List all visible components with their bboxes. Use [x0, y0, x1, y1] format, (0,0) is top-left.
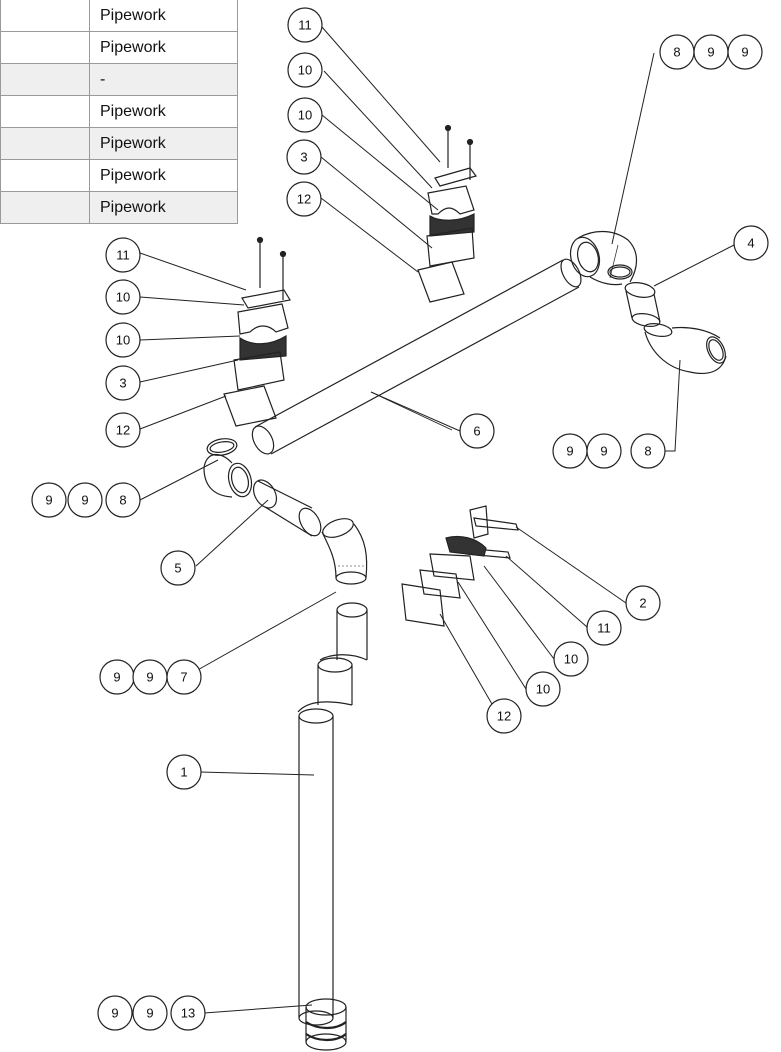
balloon-label: 12	[297, 192, 311, 207]
balloon-4: 4	[733, 225, 769, 261]
balloon-label: 5	[174, 561, 181, 576]
balloon-label: 10	[116, 333, 130, 348]
balloon-label: 10	[298, 63, 312, 78]
balloon-label: 9	[741, 45, 748, 60]
balloon-1: 1	[166, 754, 202, 790]
balloon-label: 7	[180, 670, 187, 685]
table-cell-description: Pipework	[89, 31, 238, 64]
balloon-label: 9	[600, 444, 607, 459]
clamp-stack-right	[401, 505, 519, 627]
balloon-12-right: 12	[486, 698, 522, 734]
long-pipe	[251, 258, 582, 455]
balloon-5: 5	[160, 550, 196, 586]
balloon-label: 8	[119, 493, 126, 508]
balloon-label: 9	[113, 670, 120, 685]
coupler-right	[624, 282, 661, 327]
balloon-label: 10	[564, 652, 578, 667]
balloon-3-top: 3	[286, 139, 322, 175]
table-cell-description: -	[89, 63, 238, 96]
clamp-stack-left	[223, 236, 291, 427]
balloon-10-top-b: 10	[287, 97, 323, 133]
balloon-2: 2	[625, 585, 661, 621]
balloon-10-right-a: 10	[553, 641, 589, 677]
balloon-label: 3	[300, 150, 307, 165]
balloon-label: 8	[673, 45, 680, 60]
table-cell-description: Pipework	[89, 127, 238, 160]
balloon-label: 9	[81, 493, 88, 508]
elbow-lower-right	[643, 323, 727, 375]
table-cell-number	[0, 127, 90, 160]
table-row: Pipework	[0, 159, 238, 192]
balloon-label: 11	[597, 621, 611, 636]
elbow-center	[321, 518, 368, 585]
balloon-11-right: 11	[586, 610, 622, 646]
balloon-label: 8	[644, 444, 651, 459]
balloon-3-left: 3	[105, 365, 141, 401]
balloon-label: 9	[146, 1006, 153, 1021]
balloon-group-9-9-8-right: 9 9 8	[552, 433, 666, 469]
clamp-stack-top	[417, 124, 478, 303]
balloon-6: 6	[459, 413, 495, 449]
balloon-label: 4	[747, 236, 754, 251]
balloon-label: 13	[181, 1006, 195, 1021]
balloon-label: 9	[45, 493, 52, 508]
balloon-group-9-9-7: 9 9 7	[99, 659, 202, 695]
balloon-group-9-9-8-left: 9 9 8	[31, 482, 141, 518]
balloon-label: 11	[116, 248, 130, 263]
balloon-label: 10	[536, 682, 550, 697]
balloon-group-9-9-13: 9 9 13	[97, 995, 206, 1031]
elbow-left	[203, 438, 253, 498]
balloon-label: 9	[146, 670, 153, 685]
table-cell-description: Pipework	[89, 191, 238, 224]
table-cell-number	[0, 191, 90, 224]
balloon-11-left: 11	[105, 237, 141, 273]
balloon-10-top-a: 10	[287, 52, 323, 88]
vertical-pipe	[297, 602, 368, 1026]
balloon-11-top: 11	[287, 7, 323, 43]
balloon-10-right-b: 10	[525, 671, 561, 707]
balloon-group-8-9-9: 8 9 9	[659, 34, 763, 70]
balloon-label: 11	[298, 18, 312, 33]
elbow-top-right	[569, 230, 638, 286]
balloon-label: 10	[298, 108, 312, 123]
balloon-label: 9	[111, 1006, 118, 1021]
balloon-label: 10	[116, 290, 130, 305]
balloon-label: 12	[497, 709, 511, 724]
balloon-12-left: 12	[105, 412, 141, 448]
balloon-label: 12	[116, 423, 130, 438]
leader-lines	[139, 26, 735, 1014]
balloon-label: 9	[566, 444, 573, 459]
balloon-label: 2	[639, 596, 646, 611]
balloon-12-top: 12	[286, 181, 322, 217]
balloon-label: 9	[707, 45, 714, 60]
table-cell-description: Pipework	[89, 159, 238, 192]
balloon-label: 6	[473, 424, 480, 439]
short-pipe	[252, 479, 322, 537]
table-row: Pipework	[0, 127, 238, 160]
table-row: Pipework	[0, 191, 238, 224]
balloon-label: 1	[180, 765, 187, 780]
balloon-10-left-a: 10	[105, 279, 141, 315]
balloon-10-left-b: 10	[105, 322, 141, 358]
bottom-coupler	[305, 998, 347, 1051]
balloon-label: 3	[119, 376, 126, 391]
